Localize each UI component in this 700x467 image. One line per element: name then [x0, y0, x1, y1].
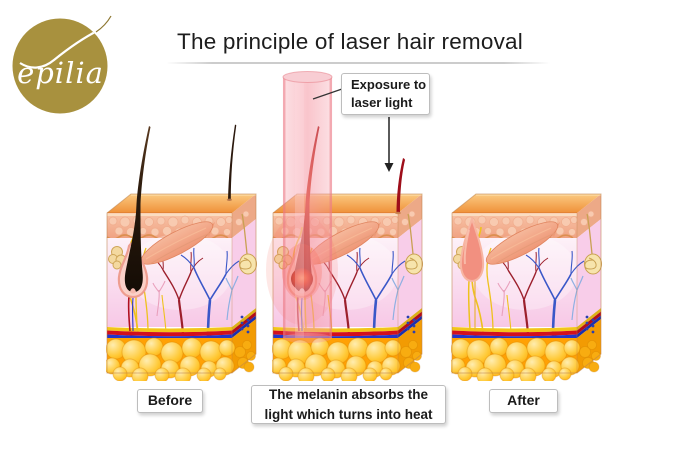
before-label: Before [137, 389, 203, 413]
skin-block-during [266, 71, 423, 385]
skin-block-before [104, 124, 257, 385]
melanin-label: The melanin absorbs the light which turn… [251, 385, 446, 424]
small-red-hair [395, 158, 405, 215]
laser-beam [282, 71, 333, 343]
callout-pointer-line [312, 88, 343, 100]
second-hair [226, 124, 237, 201]
after-label: After [489, 389, 558, 413]
callout-arrowhead [384, 163, 394, 172]
melanin-caption-line-1: The melanin absorbs the [268, 387, 429, 403]
logo-wordmark: epilia [17, 55, 104, 90]
exposure-callout: Exposure to laser light [341, 73, 430, 115]
callout-connectors [312, 88, 394, 172]
melanin-caption-line-2: light which turns into heat [264, 406, 433, 422]
logo-mark [12, 15, 112, 114]
skin-block-after [449, 194, 602, 384]
logo-swoosh-tail [95, 15, 112, 33]
logo-circle [12, 18, 108, 114]
before-caption: Before [147, 392, 193, 409]
title-underline [166, 62, 550, 64]
callout-line-2: laser light [351, 95, 413, 110]
page-title: The principle of laser hair removal [177, 29, 523, 54]
logo-swoosh [19, 29, 100, 69]
callout-line-1: Exposure to [351, 76, 427, 92]
after-caption: After [507, 392, 540, 409]
